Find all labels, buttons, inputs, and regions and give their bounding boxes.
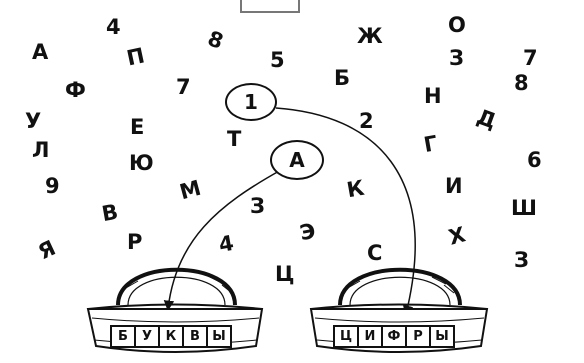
glyph: З xyxy=(250,196,265,217)
glyph: Ю xyxy=(129,153,154,174)
glyph: Т xyxy=(227,129,241,150)
glyph: 8 xyxy=(514,73,529,94)
letters-basket-label: Б У К В Ы xyxy=(110,325,230,348)
digit-circle: 1 xyxy=(225,83,277,121)
label-box: К xyxy=(158,325,184,348)
glyph: В xyxy=(100,202,119,225)
arrow-digit-to-digits-basket xyxy=(276,108,415,314)
glyph: К xyxy=(345,178,366,202)
glyph: Л xyxy=(32,140,49,161)
label-box: Ц xyxy=(333,325,359,348)
label-box: Ы xyxy=(206,325,232,348)
glyph: 6 xyxy=(527,150,542,171)
digits-basket-label: Ц И Ф Р Ы xyxy=(333,325,453,348)
glyph: З xyxy=(449,48,464,69)
letter-circle: А xyxy=(270,140,324,180)
glyph: Ф xyxy=(65,80,86,101)
glyph: 9 xyxy=(45,176,60,197)
glyph: Н xyxy=(424,86,442,107)
glyph: И xyxy=(445,176,463,197)
glyph: Е xyxy=(130,117,144,138)
glyph: С xyxy=(367,243,382,264)
label-box: Ф xyxy=(381,325,407,348)
glyph: Ш xyxy=(511,198,537,219)
label-box: Б xyxy=(110,325,136,348)
glyph: О xyxy=(448,15,466,36)
label-box: В xyxy=(182,325,208,348)
glyph: 2 xyxy=(359,111,374,132)
glyph: 7 xyxy=(176,77,191,98)
label-box: И xyxy=(357,325,383,348)
glyph: Ц xyxy=(275,264,294,285)
glyph: У xyxy=(25,111,41,132)
glyph: З xyxy=(514,250,529,271)
glyph: Ж xyxy=(357,26,383,47)
glyph: Б xyxy=(334,68,350,89)
glyph: А xyxy=(32,42,48,63)
glyph: 5 xyxy=(270,50,285,71)
glyph: Р xyxy=(127,232,142,253)
label-box: Ы xyxy=(429,325,455,348)
glyph: 4 xyxy=(106,17,121,38)
glyph: 7 xyxy=(523,48,538,69)
label-box: Р xyxy=(405,325,431,348)
label-box: У xyxy=(134,325,160,348)
